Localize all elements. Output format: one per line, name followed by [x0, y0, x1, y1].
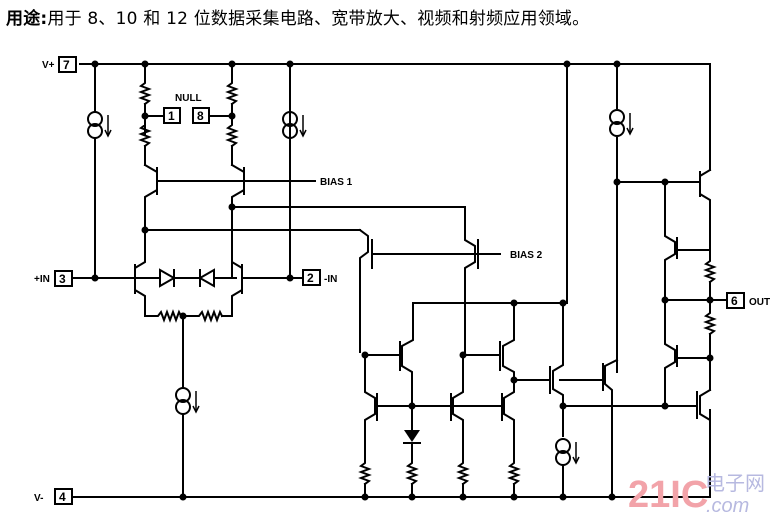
pin-number: 1 — [168, 109, 175, 123]
mirror-stage: BIAS 2 — [358, 206, 567, 501]
watermark-domain: .com — [706, 495, 749, 517]
plus-in-label: +IN — [34, 274, 50, 285]
resistor-icon — [227, 121, 237, 147]
caption-label: 用途: — [6, 9, 48, 29]
pin-6-out: 6 OUT — [726, 292, 770, 309]
bias2-label: BIAS 2 — [510, 250, 543, 261]
pin-2-minus-in: 2 -IN — [302, 269, 337, 286]
resistor-icon — [227, 79, 237, 105]
pin-number: 2 — [307, 271, 314, 285]
current-source-icon — [555, 438, 580, 466]
diode-icon — [159, 268, 177, 288]
diode-icon — [403, 430, 421, 444]
out-label: OUT — [749, 297, 770, 308]
output-stage — [549, 60, 728, 501]
pin-3-plus-in: +IN 3 — [34, 270, 73, 287]
watermark-brand: 21IC — [628, 474, 708, 516]
current-source-icon — [175, 387, 200, 415]
pin-4-v-minus: V- 4 — [34, 488, 73, 505]
current-source-icon — [87, 111, 112, 139]
resistor-icon — [407, 459, 417, 485]
watermark-chinese: 电子网 — [705, 471, 765, 495]
resistor-icon — [140, 79, 150, 105]
resistor-icon — [458, 459, 468, 485]
current-source-icon — [609, 109, 634, 137]
caption: 用途:用于 8、10 和 12 位数据采集电路、宽带放大、视频和射频应用领域。 — [6, 4, 589, 29]
minus-in-label: -IN — [324, 274, 337, 285]
current-source-icon — [282, 111, 307, 139]
pin-number: 8 — [197, 109, 204, 123]
pin-number: 3 — [59, 272, 66, 286]
pin-1-null: 1 — [163, 107, 181, 124]
resistor-icon — [195, 311, 223, 321]
input-stage: BIAS 1 — [71, 60, 466, 501]
pin-number: 7 — [63, 58, 70, 72]
pin-7-v-plus: V+ 7 — [42, 56, 77, 73]
resistor-icon — [705, 309, 715, 335]
resistor-icon — [705, 257, 715, 283]
null-label: NULL — [175, 93, 202, 104]
bias1-label: BIAS 1 — [320, 177, 353, 188]
pin-number: 4 — [59, 490, 66, 504]
resistor-icon — [360, 459, 370, 485]
v-plus-label: V+ — [42, 60, 55, 71]
v-plus-rail — [79, 63, 711, 171]
resistor-icon — [154, 311, 182, 321]
caption-text: 用于 8、10 和 12 位数据采集电路、宽带放大、视频和射频应用领域。 — [47, 9, 590, 29]
v-minus-label: V- — [34, 493, 43, 504]
resistor-icon — [509, 459, 519, 485]
pin-number: 6 — [731, 294, 738, 308]
watermark: 21IC 电子网 .com — [628, 471, 765, 517]
pin-8-null: 8 — [192, 107, 210, 124]
diode-icon — [197, 268, 215, 288]
v-minus-rail — [71, 409, 711, 498]
